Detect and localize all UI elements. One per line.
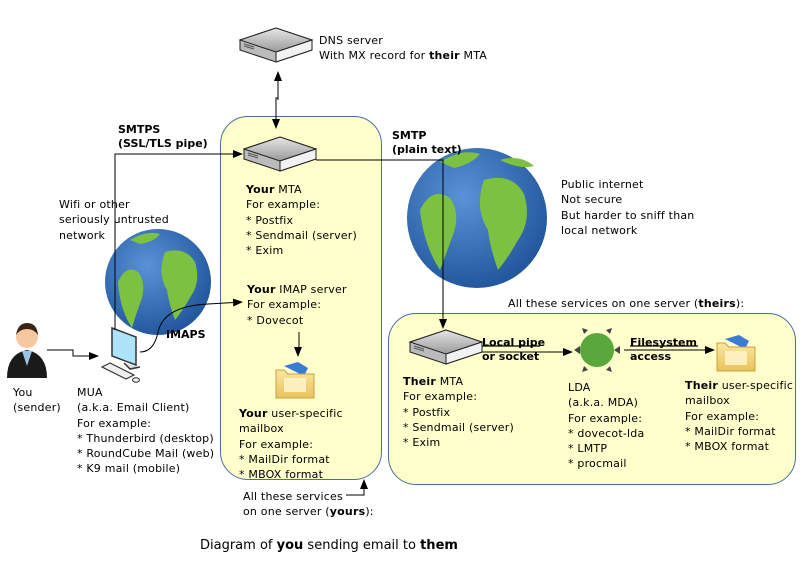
your-imap-label: Your IMAP server For example: * Dovecot — [247, 283, 347, 327]
yours-footer-connector — [346, 479, 368, 496]
local-network-globe-icon — [105, 229, 211, 335]
your-mailbox-label: Your user-specific mailbox For example: … — [239, 407, 343, 482]
your-server-box — [220, 116, 382, 480]
dns-server-icon — [238, 27, 314, 63]
smtp-connector — [316, 159, 447, 329]
your-mailbox-folder-icon — [275, 362, 315, 399]
imap-mailbox-connector — [294, 332, 302, 357]
filesystem-access-label: Filesystem access — [630, 336, 697, 363]
you-sender-label: You (sender) — [13, 386, 61, 415]
smtp-label: SMTP (plain text) — [392, 129, 462, 156]
your-mta-label: Your MTA For example: * Postfix * Sendma… — [246, 183, 357, 258]
user-avatar-icon — [7, 323, 47, 378]
lda-process-icon — [574, 328, 620, 372]
smtps-connector — [114, 150, 243, 330]
imaps-label: IMAPS — [166, 328, 206, 341]
diagram-caption: Diagram of you sending email to them — [200, 538, 458, 553]
imaps-connector — [139, 298, 243, 353]
mua-label: MUA (a.k.a. Email Client) For example: *… — [77, 386, 215, 476]
their-mailbox-label: Their user-specific mailbox For example:… — [685, 379, 794, 454]
wifi-network-note: Wifi or other seriously untrusted networ… — [59, 198, 169, 242]
dns-server-label: DNS server With MX record for their MTA — [319, 34, 487, 63]
theirs-server-header: All these services on one server (theirs… — [508, 297, 745, 310]
their-mta-label: Their MTA For example: * Postfix * Sendm… — [403, 375, 514, 450]
your-mta-server-icon — [242, 136, 318, 172]
lda-label: LDA (a.k.a. MDA) For example: * dovecot-… — [568, 381, 645, 471]
local-pipe-label: Local pipe or socket — [482, 336, 546, 363]
smtps-label: SMTPS (SSL/TLS pipe) — [118, 123, 208, 150]
yours-server-footer: All these services on one server (yours)… — [243, 490, 374, 519]
user-mua-connector — [47, 349, 99, 360]
their-mta-server-icon — [408, 329, 484, 365]
computer-icon — [100, 326, 141, 383]
internet-globe-icon — [407, 148, 547, 288]
their-mailbox-folder-icon — [716, 335, 756, 372]
public-internet-note: Public internet Not secure But harder to… — [561, 178, 695, 237]
